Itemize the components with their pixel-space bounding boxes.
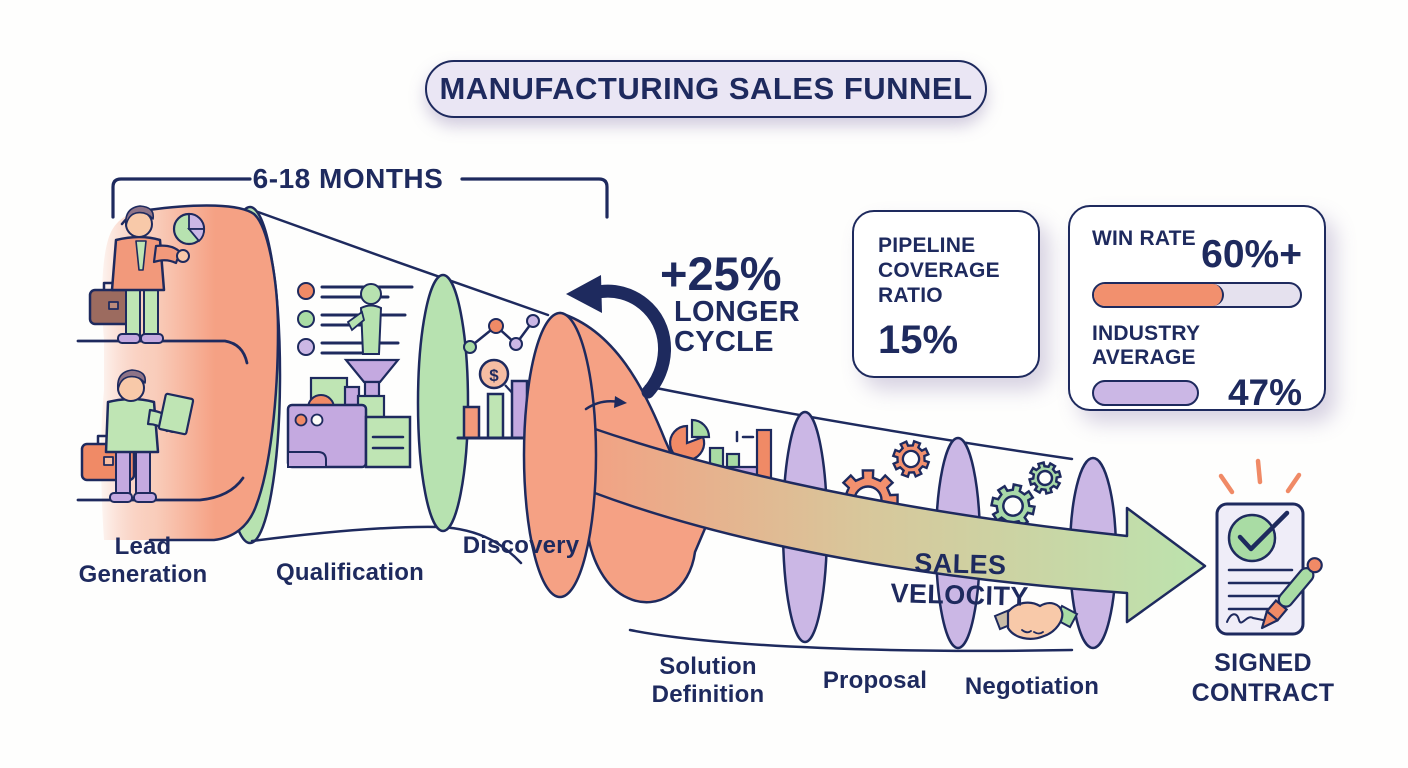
velocity-arrow xyxy=(590,426,1207,624)
burst-rays-icon xyxy=(1218,458,1302,495)
stage-label-lead-generation: Lead Generation xyxy=(78,533,208,588)
cycle-arrow-icon xyxy=(566,275,671,399)
win-rate-bar-fill xyxy=(1094,284,1224,306)
cycle-callout: +25% LONGER CYCLE xyxy=(660,250,840,358)
pipeline-coverage-card: PIPELINE COVERAGE RATIO 15% xyxy=(852,210,1040,378)
win-rate-label: WIN RATE xyxy=(1092,227,1196,250)
bar-chart-icon xyxy=(456,379,542,440)
factory-icon xyxy=(286,376,412,469)
funnel-edges xyxy=(250,210,550,565)
pen-icon xyxy=(1260,557,1323,630)
platform-lines xyxy=(76,339,249,502)
funnel-bend-rim xyxy=(522,311,598,599)
industry-average-label: INDUSTRY AVERAGE xyxy=(1092,322,1200,369)
flow-arrow-icon xyxy=(584,396,627,411)
stage-label-solution-definition: Solution Definition xyxy=(651,653,765,708)
funnel-ring-discovery xyxy=(416,273,470,533)
win-rate-bar xyxy=(1092,282,1302,308)
industry-average-value: 47% xyxy=(1227,372,1302,413)
sales-velocity-label: SALES VELOCITY xyxy=(890,547,1030,612)
page-title: MANUFACTURING SALES FUNNEL xyxy=(425,60,987,118)
funnel-tube-edges xyxy=(628,384,1074,653)
win-rate-value: 60%+ xyxy=(1201,233,1302,276)
timeline-bracket xyxy=(111,177,609,219)
timeline-label: 6-18 MONTHS xyxy=(252,163,444,194)
stage-label-qualification: Qualification xyxy=(276,559,424,586)
win-rate-card: WIN RATE 60%+ INDUSTRY AVERAGE 47% xyxy=(1068,205,1326,411)
page-title-text: MANUFACTURING SALES FUNNEL xyxy=(439,71,973,106)
cycle-line2: CYCLE xyxy=(674,326,774,359)
signature-icon xyxy=(1226,613,1264,624)
businessman-icon xyxy=(88,205,190,344)
check-icon xyxy=(1237,510,1290,552)
handshake-icon xyxy=(993,601,1079,640)
dollar-badge-icon: $ xyxy=(478,358,516,397)
industry-average-bar xyxy=(1092,379,1199,406)
stage-label-proposal: Proposal xyxy=(822,667,928,694)
funnel-worker-icon xyxy=(343,283,401,400)
contract-icon xyxy=(1215,502,1305,636)
cycle-value: +25% xyxy=(660,247,782,300)
pipeline-coverage-label: PIPELINE COVERAGE RATIO xyxy=(878,234,1000,307)
cycle-line1: LONGER xyxy=(674,296,800,328)
industry-average-row: 47% xyxy=(1092,374,1302,411)
gear-icon-orange xyxy=(887,435,935,483)
svg-text:$: $ xyxy=(489,366,499,385)
saleswoman-icon xyxy=(80,369,195,503)
pie-chart-icon xyxy=(172,212,206,246)
pipeline-coverage-value: 15% xyxy=(878,318,959,363)
signed-contract-label: SIGNED CONTRACT xyxy=(1191,649,1335,707)
stage-label-discovery: Discovery xyxy=(462,532,580,559)
line-chart-icon xyxy=(463,314,540,354)
stage-label-negotiation: Negotiation xyxy=(964,673,1100,700)
